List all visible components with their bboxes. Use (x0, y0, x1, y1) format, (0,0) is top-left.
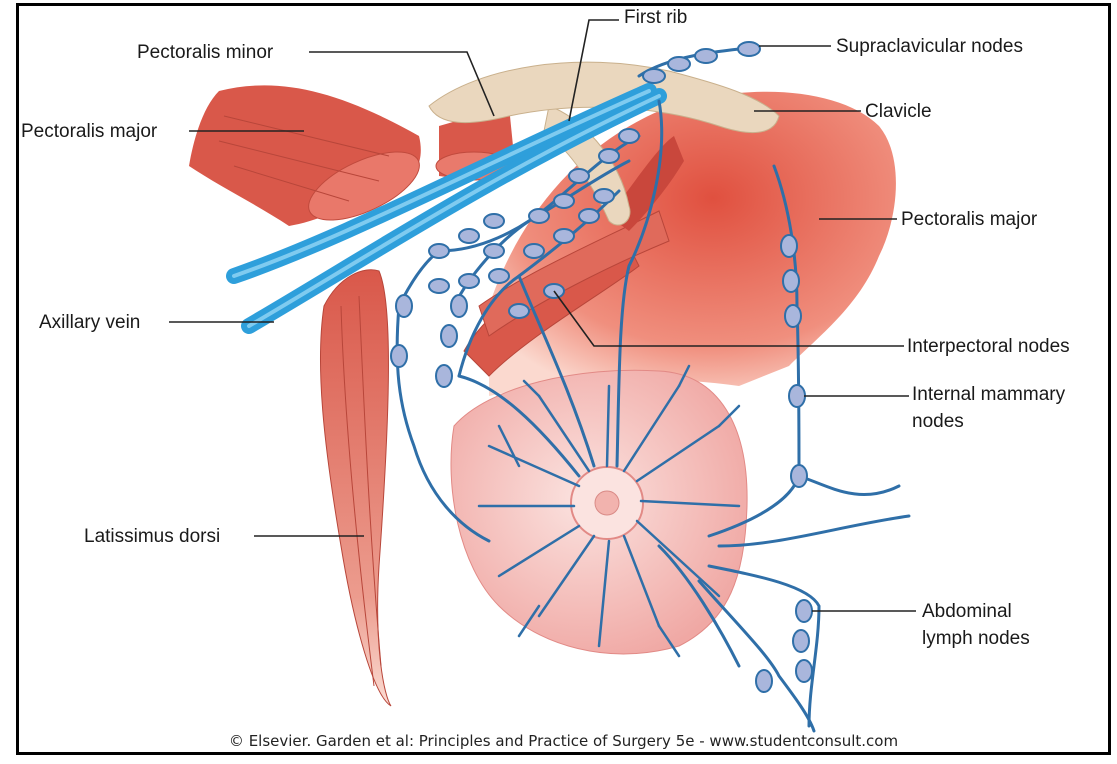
abdominal-node (793, 630, 809, 652)
axillary-node (524, 244, 544, 258)
axillary-node (441, 325, 457, 347)
axillary-node (579, 209, 599, 223)
axillary-node (436, 365, 452, 387)
axillary-node (451, 295, 467, 317)
label-clavicle: Clavicle (865, 101, 932, 123)
label-axillary-vein: Axillary vein (39, 312, 140, 334)
label-pectoralis-minor: Pectoralis minor (137, 42, 273, 64)
label-pectoralis-major-right: Pectoralis major (901, 209, 1037, 231)
axillary-node (484, 244, 504, 258)
supraclavicular-node (668, 57, 690, 71)
latissimus-dorsi-muscle (320, 270, 391, 706)
interpectoral-node (509, 304, 529, 318)
supraclavicular-node (643, 69, 665, 83)
internal-mammary-node (785, 305, 801, 327)
axillary-node (594, 189, 614, 203)
supraclavicular-node (695, 49, 717, 63)
copyright-credit: © Elsevier. Garden et al: Principles and… (19, 732, 1108, 750)
internal-mammary-node (781, 235, 797, 257)
label-first-rib: First rib (624, 7, 687, 29)
label-supraclavicular-nodes: Supraclavicular nodes (836, 36, 1023, 58)
axillary-node (489, 269, 509, 283)
abdominal-node (796, 600, 812, 622)
axillary-node (599, 149, 619, 163)
internal-mammary-node (791, 465, 807, 487)
axillary-node (619, 129, 639, 143)
label-pectoralis-major-left: Pectoralis major (21, 121, 157, 143)
axillary-node (459, 229, 479, 243)
axillary-node (529, 209, 549, 223)
axillary-node (429, 244, 449, 258)
abdominal-node (756, 670, 772, 692)
abdominal-node (796, 660, 812, 682)
label-latissimus-dorsi: Latissimus dorsi (84, 526, 220, 548)
label-internal-mammary-nodes-line1: Internal mammary (912, 384, 1065, 406)
label-abdominal-lymph-nodes-line1: Abdominal (922, 601, 1012, 623)
axillary-node (391, 345, 407, 367)
internal-mammary-node (783, 270, 799, 292)
label-abdominal-lymph-nodes-line2: lymph nodes (922, 628, 1030, 650)
axillary-node (554, 229, 574, 243)
axillary-node (554, 194, 574, 208)
figure-frame: First rib Pectoralis minor Supraclavicul… (16, 3, 1111, 755)
axillary-node (569, 169, 589, 183)
axillary-node (396, 295, 412, 317)
axillary-node (429, 279, 449, 293)
supraclavicular-node (738, 42, 760, 56)
axillary-node (484, 214, 504, 228)
internal-mammary-node (789, 385, 805, 407)
label-internal-mammary-nodes-line2: nodes (912, 411, 964, 433)
label-interpectoral-nodes: Interpectoral nodes (907, 336, 1070, 358)
axillary-node (459, 274, 479, 288)
